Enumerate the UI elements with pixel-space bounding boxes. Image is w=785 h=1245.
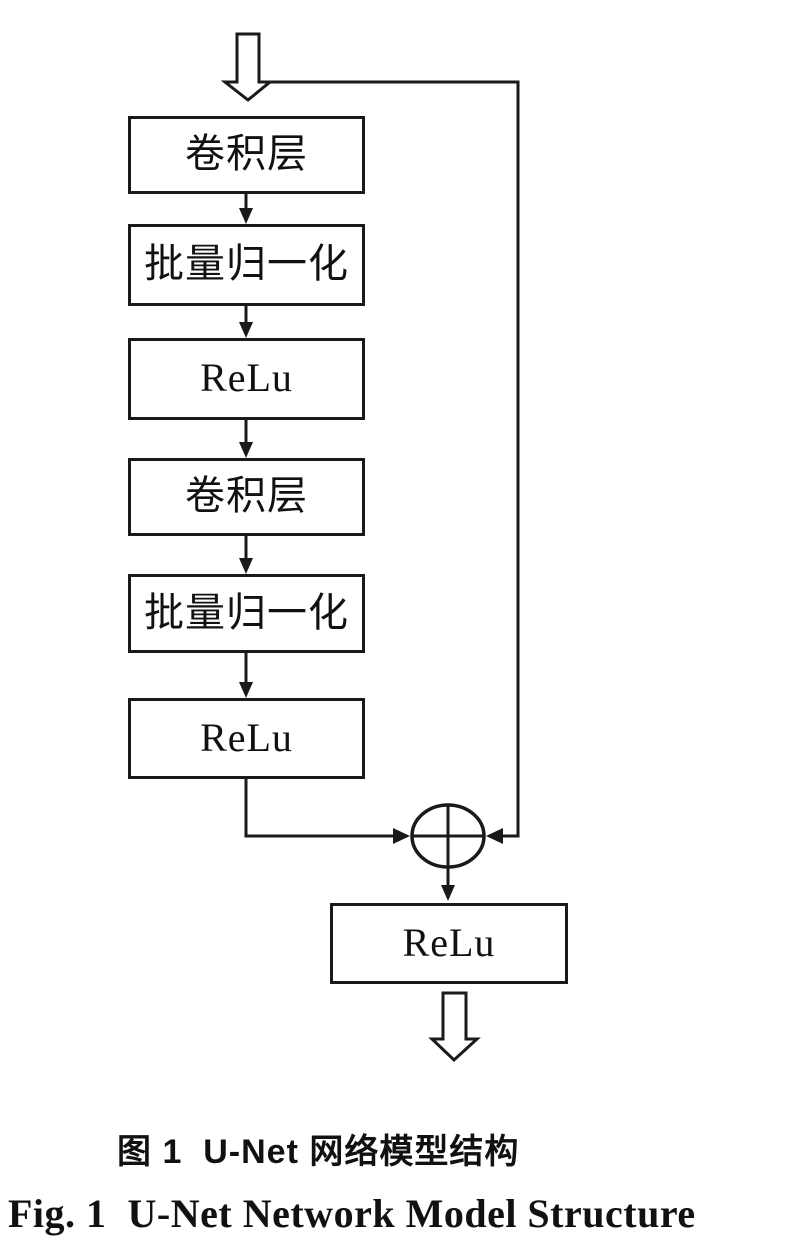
- figure-caption-zh: 图 1 U-Net 网络模型结构: [117, 1133, 520, 1171]
- skip-connection-arrowhead-icon: [486, 828, 503, 844]
- node-relu-1: ReLu: [128, 338, 365, 420]
- node-label: 卷积层: [185, 473, 308, 518]
- figure-caption-en: Fig. 1 U-Net Network Model Structure: [8, 1191, 696, 1236]
- add-operator-icon: [410, 803, 486, 869]
- node-label: ReLu: [200, 355, 293, 400]
- node-relu-output: ReLu: [330, 903, 568, 984]
- adder-output-arrowhead-icon: [441, 885, 455, 901]
- node-relu-2: ReLu: [128, 698, 365, 779]
- skip-connection-line: [266, 80, 520, 838]
- node-batch-norm-1: 批量归一化: [128, 224, 365, 306]
- connector-arrowhead-icon: [239, 442, 253, 458]
- node-batch-norm-2: 批量归一化: [128, 574, 365, 653]
- input-arrow-icon: [220, 32, 275, 102]
- node-label: 卷积层: [185, 131, 308, 176]
- connector-arrowhead-icon: [239, 558, 253, 574]
- connector-arrowhead-icon: [239, 322, 253, 338]
- node-conv-layer-1: 卷积层: [128, 116, 365, 194]
- node-label: 批量归一化: [144, 241, 349, 286]
- node-label: ReLu: [200, 714, 293, 760]
- connector-arrowhead-icon: [239, 682, 253, 698]
- node-label: ReLu: [402, 919, 496, 965]
- residual-output-line: [244, 779, 407, 838]
- node-label: 批量归一化: [144, 589, 349, 635]
- node-conv-layer-2: 卷积层: [128, 458, 365, 536]
- output-arrow-icon: [428, 991, 481, 1063]
- residual-output-arrowhead-icon: [393, 828, 410, 844]
- connector-arrowhead-icon: [239, 208, 253, 224]
